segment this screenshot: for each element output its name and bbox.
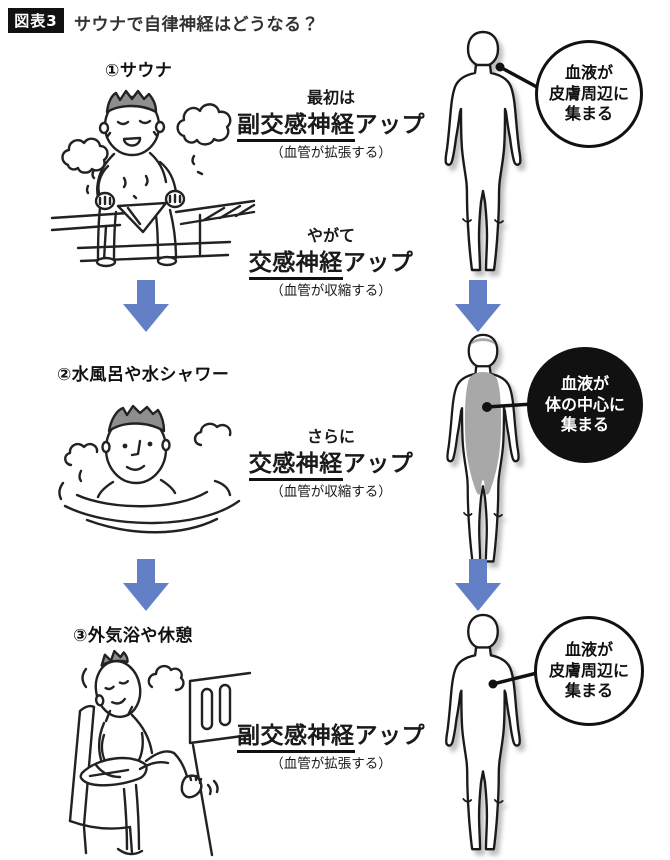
lead-text: 最初は	[306, 88, 355, 107]
steam-puff	[149, 666, 184, 690]
down-arrow-icon	[455, 280, 501, 332]
hair	[109, 406, 164, 431]
gray-head-shade	[470, 338, 496, 346]
text-block-parasympathetic-final: 副交感神経アップ （血管が拡張する）	[226, 722, 436, 773]
ripple	[77, 492, 207, 506]
down-arrow-icon	[123, 280, 169, 332]
body-figure-blood-to-skin-2	[445, 613, 521, 851]
raised-leg	[146, 751, 188, 781]
closed-eyes	[105, 681, 128, 689]
closed-eyes	[118, 121, 150, 124]
figure-badge: 図表3	[8, 8, 64, 33]
lead-text: さらに	[306, 427, 355, 446]
sauna-illustration	[48, 70, 260, 268]
text-block-parasympathetic-first: 最初は 副交感神経アップ （血管が拡張する）	[226, 88, 436, 162]
rest-illustration	[40, 645, 252, 857]
callout-blood-core: 血液が 体の中心に 集まる	[527, 347, 643, 463]
steam-cloud-left	[62, 139, 107, 173]
splash-right	[195, 424, 230, 445]
steam-cloud-right	[178, 104, 231, 144]
note-text: （血管が収縮する）	[270, 282, 392, 299]
step1-label: ①サウナ	[105, 61, 173, 81]
hair	[107, 91, 156, 112]
hair	[100, 649, 128, 666]
text-block-sympathetic-later: やがて 交感神経アップ （血管が収縮する）	[226, 226, 436, 300]
note-text: （血管が拡張する）	[270, 755, 392, 772]
towel	[118, 203, 166, 232]
page-title: サウナで自律神経はどうなる？	[74, 15, 319, 35]
motion-marks	[208, 781, 218, 794]
gray-torso-shade	[464, 371, 502, 495]
callout-blood-skin-2: 血液が 皮膚周辺に 集まる	[534, 616, 644, 726]
down-arrow-icon	[123, 559, 169, 611]
ripple	[65, 501, 239, 523]
splash-left	[65, 444, 97, 465]
mouth	[112, 699, 125, 704]
text-block-sympathetic-more: さらに 交感神経アップ （血管が収縮する）	[226, 427, 436, 501]
note-text: （血管が拡張する）	[270, 144, 392, 161]
lead-text: やがて	[306, 226, 355, 245]
mouth	[124, 138, 140, 146]
nose	[132, 441, 140, 455]
mouth	[127, 466, 144, 470]
side-table	[190, 673, 250, 855]
callout-blood-skin-1: 血液が 皮膚周辺に 集まる	[535, 40, 643, 148]
cold-water-illustration	[55, 383, 255, 545]
main-text: 交感神経アップ	[248, 250, 414, 280]
step2-label: ②水風呂や水シャワー	[57, 365, 230, 385]
down-arrow-icon	[455, 559, 501, 611]
note-text: （血管が収縮する）	[270, 483, 392, 500]
body-figure-blood-to-core	[446, 333, 520, 563]
ripple	[87, 519, 217, 532]
main-text: 副交感神経アップ	[237, 112, 425, 142]
main-text: 副交感神経アップ	[237, 723, 425, 753]
step3-label: ③外気浴や休憩	[73, 626, 193, 646]
main-text: 交感神経アップ	[248, 451, 414, 481]
